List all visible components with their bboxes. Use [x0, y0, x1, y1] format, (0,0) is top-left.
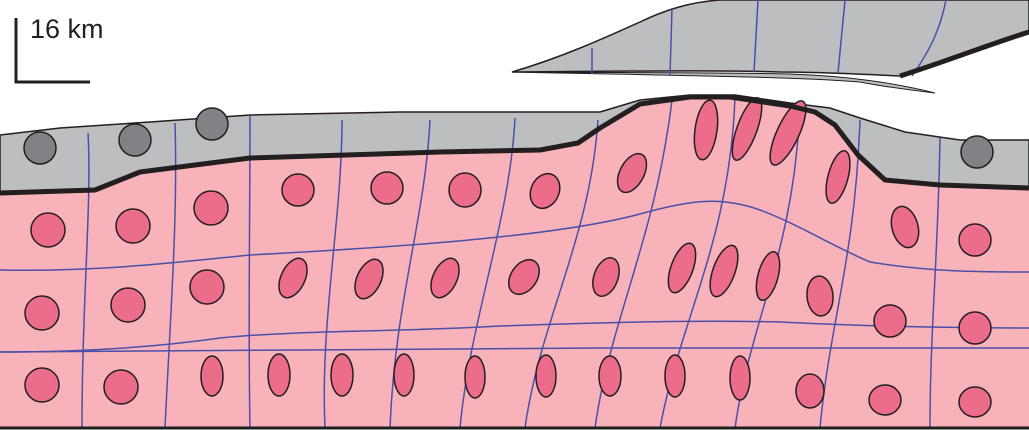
strain-ellipse [25, 368, 59, 402]
strain-ellipse [25, 296, 59, 330]
strain-ellipse [331, 354, 353, 396]
strain-ellipse [536, 355, 556, 397]
surface-marker [961, 136, 993, 168]
overthrust-sheet [512, 0, 1029, 76]
strain-ellipse [869, 385, 901, 415]
strain-ellipse [394, 354, 414, 396]
strain-ellipse [599, 356, 621, 396]
strain-ellipse [104, 370, 138, 404]
strain-ellipse [959, 387, 991, 417]
strain-ellipse [874, 305, 906, 337]
strain-ellipse [730, 356, 750, 400]
strain-ellipse [31, 213, 65, 247]
strain-ellipse [116, 209, 150, 243]
strain-ellipse [465, 356, 485, 398]
strain-ellipse [449, 173, 481, 207]
surface-marker [196, 108, 228, 140]
strain-ellipse [665, 355, 685, 397]
surface-marker [119, 124, 151, 156]
grid-line-vertical [249, 116, 250, 428]
strain-ellipse [190, 270, 224, 304]
strain-ellipse [959, 224, 991, 256]
strain-ellipse [194, 191, 228, 225]
scale-bar [16, 18, 90, 82]
strain-ellipse [282, 174, 314, 206]
strain-ellipse [959, 312, 991, 344]
surface-marker [24, 132, 56, 164]
strain-ellipse [796, 374, 824, 408]
strain-ellipse [111, 288, 145, 322]
strain-ellipse [201, 356, 223, 396]
strain-ellipse [268, 354, 290, 396]
strain-ellipse [371, 172, 403, 204]
